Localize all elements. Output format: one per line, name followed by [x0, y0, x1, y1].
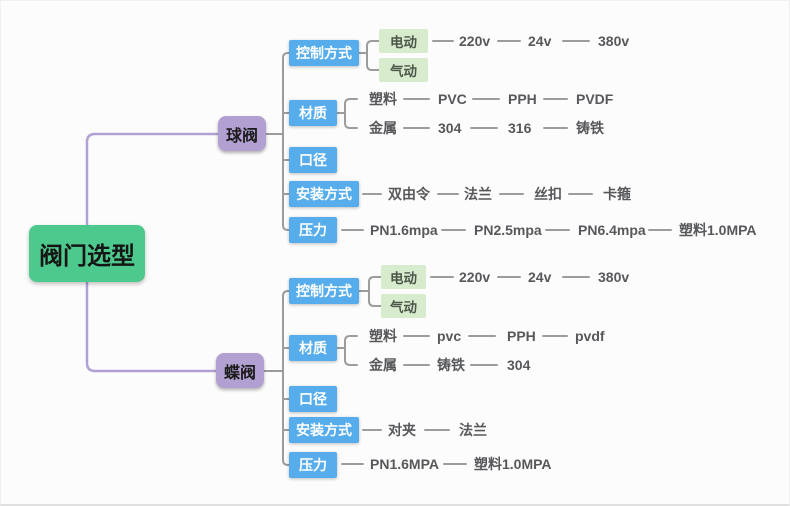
leaf-butterfly-flange[interactable]: 法兰 [459, 422, 487, 438]
leaf-ball-cast-iron[interactable]: 铸铁 [576, 120, 604, 136]
topic-ball-pressure[interactable]: 压力 [289, 217, 337, 243]
leaf-ball-thread[interactable]: 丝扣 [534, 186, 562, 202]
leaf-ball-flange[interactable]: 法兰 [464, 186, 492, 202]
leafbox-butterfly-pneumatic[interactable]: 气动 [381, 294, 426, 318]
leaf-butterfly-wafer[interactable]: 对夹 [388, 422, 416, 438]
leaf-ball-304[interactable]: 304 [438, 120, 462, 136]
leaf-butterfly-pvdf[interactable]: pvdf [575, 328, 605, 344]
topic-ball-install-mode[interactable]: 安装方式 [289, 181, 359, 207]
leaf-ball-pvdf[interactable]: PVDF [576, 91, 614, 107]
leaf-butterfly-cast-iron[interactable]: 铸铁 [437, 357, 465, 373]
leaf-ball-metal[interactable]: 金属 [369, 120, 397, 136]
leaf-ball-union[interactable]: 双由令 [388, 186, 430, 202]
leaf-ball-plastic[interactable]: 塑料 [369, 91, 397, 107]
ball-trunk-line [282, 52, 290, 231]
root-node-valve-selection[interactable]: 阀门选型 [29, 225, 145, 282]
leafbox-ball-pneumatic[interactable]: 气动 [379, 58, 428, 82]
leaf-ball-pn16[interactable]: PN1.6mpa [370, 222, 438, 238]
butterfly-topic-stubs [282, 347, 290, 431]
leaf-butterfly-pn16[interactable]: PN1.6MPA [370, 456, 439, 472]
leaf-butterfly-metal[interactable]: 金属 [369, 357, 397, 373]
leaf-butterfly-304[interactable]: 304 [507, 357, 531, 373]
branch-node-butterfly-valve[interactable]: 蝶阀 [216, 353, 264, 388]
topic-ball-control-mode[interactable]: 控制方式 [289, 40, 359, 66]
leaf-ball-voltage-24v[interactable]: 24v [528, 33, 552, 49]
leaf-ball-voltage-380v[interactable]: 380v [598, 33, 630, 49]
butterfly-trunk-line [282, 290, 290, 466]
topic-butterfly-install-mode[interactable]: 安装方式 [289, 417, 359, 443]
topic-ball-material[interactable]: 材质 [289, 100, 337, 126]
ball-control-bracket [358, 40, 380, 71]
leaf-ball-clamp[interactable]: 卡箍 [603, 186, 631, 202]
topic-butterfly-diameter[interactable]: 口径 [289, 386, 337, 412]
topic-butterfly-control-mode[interactable]: 控制方式 [289, 278, 359, 304]
leaf-ball-plastic-10mpa[interactable]: 塑料1.0MPA [679, 222, 757, 238]
leaf-ball-pph[interactable]: PPH [508, 91, 537, 107]
topic-ball-diameter[interactable]: 口径 [289, 147, 337, 173]
ball-material-bracket [336, 98, 358, 129]
leaf-butterfly-voltage-220v[interactable]: 220v [459, 269, 491, 285]
leaf-ball-316[interactable]: 316 [508, 120, 532, 136]
leaf-butterfly-plastic-10mpa[interactable]: 塑料1.0MPA [474, 456, 552, 472]
leaf-butterfly-pph[interactable]: PPH [507, 328, 536, 344]
leaf-ball-voltage-220v[interactable]: 220v [459, 33, 491, 49]
leaf-butterfly-voltage-380v[interactable]: 380v [598, 269, 630, 285]
butterfly-material-bracket [336, 335, 358, 366]
topic-butterfly-material[interactable]: 材质 [289, 335, 337, 361]
butterfly-control-bracket [358, 276, 382, 307]
branch-node-ball-valve[interactable]: 球阀 [218, 116, 266, 151]
leaf-butterfly-pvc[interactable]: pvc [437, 328, 462, 344]
topic-butterfly-pressure[interactable]: 压力 [289, 452, 337, 478]
leaf-ball-pn25[interactable]: PN2.5mpa [474, 222, 542, 238]
leaf-butterfly-plastic[interactable]: 塑料 [369, 328, 397, 344]
ball-topic-stubs [282, 112, 290, 195]
leafbox-butterfly-electric[interactable]: 电动 [381, 265, 426, 289]
leaf-ball-pvc[interactable]: PVC [438, 91, 467, 107]
leaf-ball-pn64[interactable]: PN6.4mpa [578, 222, 646, 238]
leafbox-ball-electric[interactable]: 电动 [379, 29, 428, 53]
leaf-butterfly-voltage-24v[interactable]: 24v [528, 269, 552, 285]
